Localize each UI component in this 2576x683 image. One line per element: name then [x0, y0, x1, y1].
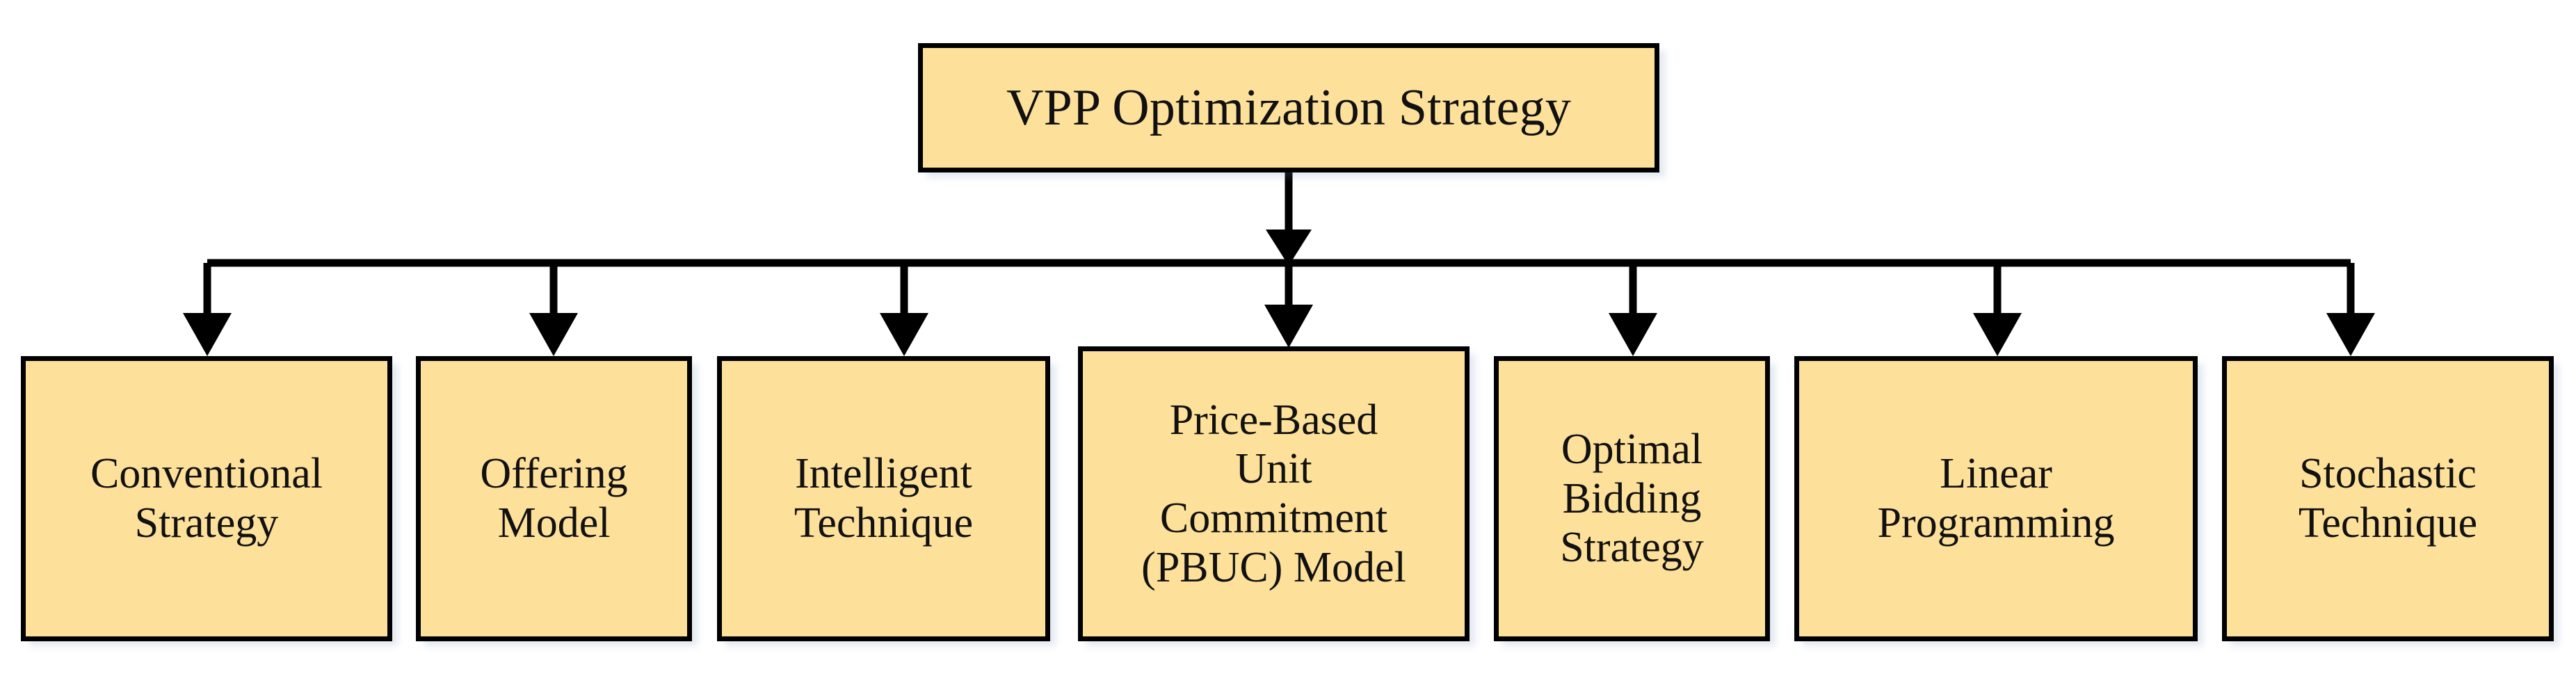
node-leaf-3-label: Price-Based Unit Commitment (PBUC) Model	[1141, 396, 1406, 591]
node-leaf-2-label: Intelligent Technique	[794, 450, 974, 547]
edge-leaf-0-arrowhead	[183, 313, 232, 356]
node-intelligent-technique[interactable]: Intelligent Technique	[717, 356, 1050, 641]
edge-leaf-1-arrowhead	[529, 313, 578, 356]
node-price-based-unit-commitment-pbuc-model[interactable]: Price-Based Unit Commitment (PBUC) Model	[1078, 346, 1470, 641]
edge-root-arrowhead	[1266, 230, 1312, 266]
node-stochastic-technique[interactable]: Stochastic Technique	[2222, 356, 2554, 641]
edge-leaf-6-arrowhead	[2326, 313, 2375, 356]
node-leaf-4-label: Optimal Bidding Strategy	[1560, 425, 1704, 572]
node-vpp-optimization-strategy[interactable]: VPP Optimization Strategy	[918, 43, 1659, 172]
edge-leaf-2-arrowhead	[880, 313, 928, 356]
edge-leaf-4-arrowhead	[1609, 313, 1657, 356]
node-root-label: VPP Optimization Strategy	[1006, 79, 1572, 136]
edge-leaf-5-arrowhead	[1973, 313, 2022, 356]
node-offering-model[interactable]: Offering Model	[416, 356, 692, 641]
edge-leaf-3-arrowhead	[1264, 305, 1313, 348]
node-leaf-5-label: Linear Programming	[1877, 450, 2115, 547]
node-linear-programming[interactable]: Linear Programming	[1794, 356, 2198, 641]
node-leaf-1-label: Offering Model	[480, 450, 628, 547]
node-leaf-6-label: Stochastic Technique	[2298, 450, 2478, 547]
node-leaf-0-label: Conventional Strategy	[90, 450, 323, 547]
node-conventional-strategy[interactable]: Conventional Strategy	[21, 356, 392, 641]
node-optimal-bidding-strategy[interactable]: Optimal Bidding Strategy	[1494, 356, 1770, 641]
